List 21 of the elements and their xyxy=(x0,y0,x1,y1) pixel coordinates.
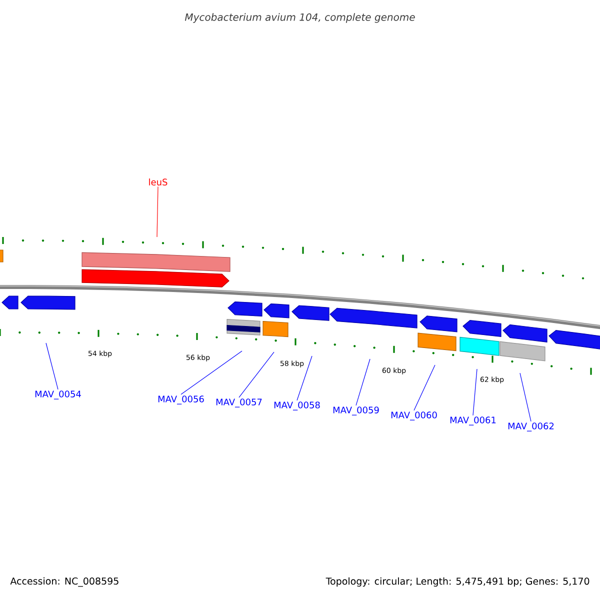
gene-label: MAV_0060 xyxy=(391,412,437,420)
leader-line xyxy=(46,342,58,390)
gene-label: leuS xyxy=(149,178,168,186)
gene-label: MAV_0059 xyxy=(333,406,379,416)
gene-label: MAV_0058 xyxy=(274,402,320,410)
gene-label: MAV_0061 xyxy=(450,416,496,426)
gene-label: MAV_0057 xyxy=(216,398,262,408)
leader-line xyxy=(356,358,370,406)
accession-text: Accession: NC_008595 xyxy=(10,577,118,587)
leader-line xyxy=(414,364,436,411)
leader-line xyxy=(472,368,478,416)
gene-label: MAV_0056 xyxy=(158,396,204,404)
leader-line xyxy=(180,350,242,395)
gene-label: MAV_0062 xyxy=(508,422,554,432)
gene-label: MAV_0054 xyxy=(35,390,81,400)
title: Mycobacterium avium 104, complete genome xyxy=(184,13,415,23)
leader-line xyxy=(238,352,274,398)
leader-line xyxy=(520,372,532,422)
genome-info-text: Topology: circular; Length: 5,475,491 bp; Genes: 5,170 xyxy=(326,577,590,587)
leader-line xyxy=(296,356,312,401)
leader-line xyxy=(156,186,158,238)
